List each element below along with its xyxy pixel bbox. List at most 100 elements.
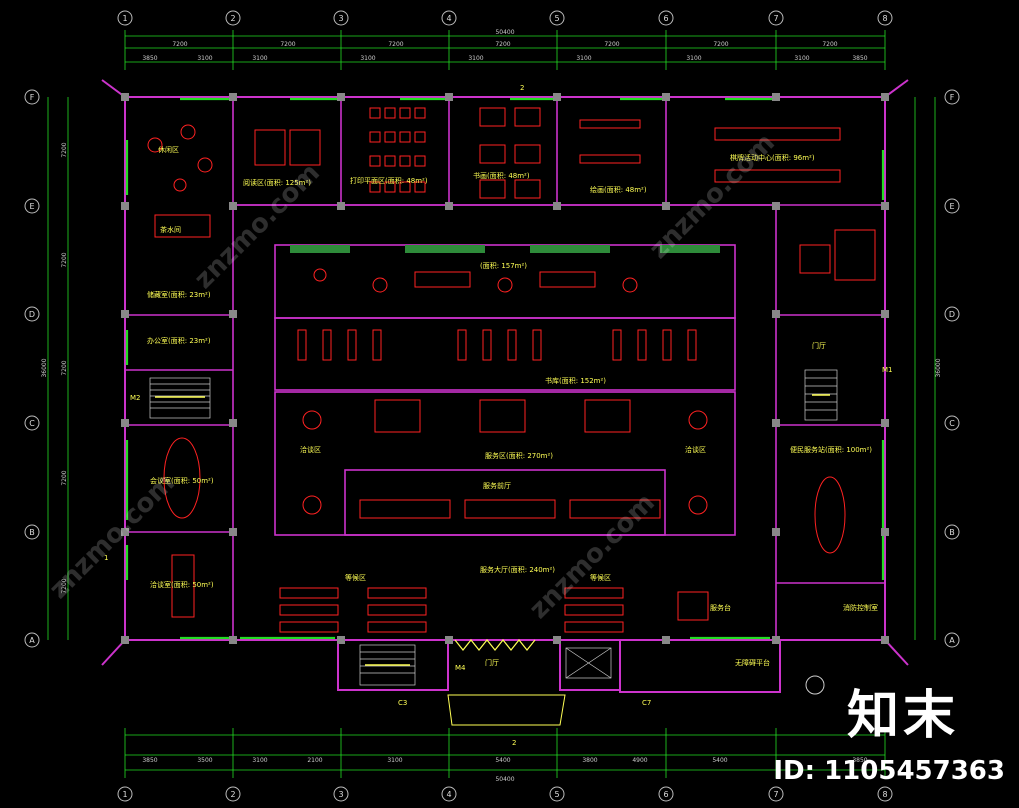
axis-label-3: 3	[338, 14, 343, 23]
axis-row-E-right: E	[949, 202, 954, 211]
label-entrance-east: 门厅	[812, 341, 826, 350]
furniture	[147, 107, 876, 633]
staircases	[149, 369, 838, 686]
axis-label-6: 6	[663, 14, 668, 23]
dim-top2-4: 3100	[360, 55, 375, 62]
dim-bottom-10: 3850	[852, 757, 867, 764]
dim-bottom-6: 5400	[495, 757, 510, 764]
structural-columns	[121, 93, 889, 644]
label-printing: 打印平面区(面积: 48m²)	[350, 176, 428, 185]
axis-label-bottom-5: 5	[554, 790, 559, 799]
dim-top2-2: 3100	[197, 55, 212, 62]
label-fire-room: 消防控制室	[843, 603, 878, 612]
axis-row-F: F	[30, 93, 35, 102]
label-chess-room: 棋牌活动中心(面积: 96m²)	[730, 153, 815, 162]
section-marker-icon	[805, 675, 825, 695]
axis-label-bottom-6: 6	[663, 790, 668, 799]
dim-bottom-5: 3100	[387, 757, 402, 764]
dim-bottom-1: 3850	[142, 757, 157, 764]
dim-top2-6: 3100	[576, 55, 591, 62]
axis-row-D-right: D	[949, 310, 955, 319]
column-axis-bottom	[117, 786, 893, 802]
label-consult-left: 洽谈区	[300, 445, 321, 454]
label-drawing: 绘画(面积: 48m²)	[590, 185, 647, 194]
dim-left-3: 7200	[61, 360, 68, 375]
dim-top-4: 7200	[495, 41, 510, 48]
label-meeting2: 洽谈室(面积: 50m²)	[150, 580, 214, 589]
dim-bottom-total: 50400	[495, 776, 514, 783]
row-axis-circles	[24, 89, 960, 648]
dim-bottom-4: 2100	[307, 757, 322, 764]
dim-left-total: 36000	[41, 358, 48, 377]
dim-bottom-7: 3800	[582, 757, 597, 764]
axis-label-8: 8	[882, 14, 887, 23]
stair-arrows	[155, 394, 830, 666]
brand-logo: 知末	[846, 686, 959, 746]
label-entrance-main: 门厅	[485, 658, 499, 667]
label-consult-right: 洽谈区	[685, 445, 706, 454]
dim-top2-3: 3100	[252, 55, 267, 62]
dim-left-4: 7200	[61, 470, 68, 485]
window-lines	[125, 97, 885, 640]
tag-m1: M1	[882, 366, 893, 374]
dim-top2-8: 3100	[794, 55, 809, 62]
dim-top-2: 7200	[280, 41, 295, 48]
dimension-lines	[47, 30, 936, 778]
label-counter: 服务台	[710, 603, 731, 612]
axis-row-B-right: B	[949, 528, 955, 537]
label-library: 书库(面积: 152m²)	[545, 376, 606, 385]
label-lobby: 服务大厅(面积: 240m²)	[480, 565, 555, 574]
axis-row-F-right: F	[950, 93, 955, 102]
axis-label-2: 2	[230, 14, 235, 23]
dim-top2-9: 3850	[852, 55, 867, 62]
tag-level-top: 2	[520, 84, 524, 92]
label-meeting1: 会议室(面积: 50m²)	[150, 476, 214, 485]
dim-bottom-3: 3100	[252, 757, 267, 764]
dim-top-7: 7200	[822, 41, 837, 48]
dim-top2-1: 3850	[142, 55, 157, 62]
axis-row-B: B	[29, 528, 35, 537]
tag-labels: M1 M2 M4 C3 C7 2 2 1	[104, 84, 893, 747]
axis-row-E: E	[29, 202, 34, 211]
dim-top-6: 7200	[713, 41, 728, 48]
label-office: 办公室(面积: 23m²)	[147, 336, 211, 345]
axis-label-bottom-4: 4	[446, 790, 451, 799]
axis-row-C: C	[29, 419, 35, 428]
entrance-ramp	[447, 694, 566, 726]
column-axis-top	[117, 10, 893, 26]
label-tea: 茶水间	[160, 225, 181, 234]
axis-row-C-right: C	[949, 419, 955, 428]
axis-label-7: 7	[773, 14, 778, 23]
planter-boxes	[290, 245, 720, 253]
axis-label-4: 4	[446, 14, 451, 23]
watermark-diagonal: znzmo.com znzmo.com znzmo.com znzmo.com	[44, 128, 781, 625]
dim-left-5: 7200	[61, 578, 68, 593]
axis-label-bottom-3: 3	[338, 790, 343, 799]
label-multi-service: 便民服务站(面积: 100m²)	[790, 445, 872, 454]
dim-right-total: 36000	[935, 358, 942, 377]
axis-label-1: 1	[122, 14, 127, 23]
room-labels: 休闲区 阅读区(面积: 125m²) 打印平面区(面积: 48m²) 书画(面积…	[147, 145, 878, 667]
label-waiting-left: 等候区	[345, 573, 366, 582]
label-platform: 无障碍平台	[735, 658, 770, 667]
axis-label-bottom-1: 1	[122, 790, 127, 799]
tag-m2: M2	[130, 394, 141, 402]
tag-section: 1	[104, 554, 108, 562]
label-storage: 储藏室(面积: 23m²)	[147, 290, 211, 299]
dim-top-1: 7200	[172, 41, 187, 48]
dim-top2-5: 3100	[468, 55, 483, 62]
dim-top-3: 7200	[388, 41, 403, 48]
dim-top-5: 7200	[604, 41, 619, 48]
axis-row-A: A	[29, 636, 35, 645]
tag-m4: M4	[455, 664, 466, 672]
watermark-site-2: znzmo.com	[524, 488, 661, 625]
tag-level-bottom: 2	[512, 739, 516, 747]
label-reading: 阅读区(面积: 125m²)	[243, 178, 311, 187]
image-id-text: ID: 1105457363	[773, 756, 1005, 786]
label-waiting-right: 等候区	[590, 573, 611, 582]
entrance-door	[454, 639, 536, 651]
dim-bottom-8: 4900	[632, 757, 647, 764]
axis-row-D: D	[29, 310, 35, 319]
tag-c7: C7	[642, 699, 651, 707]
